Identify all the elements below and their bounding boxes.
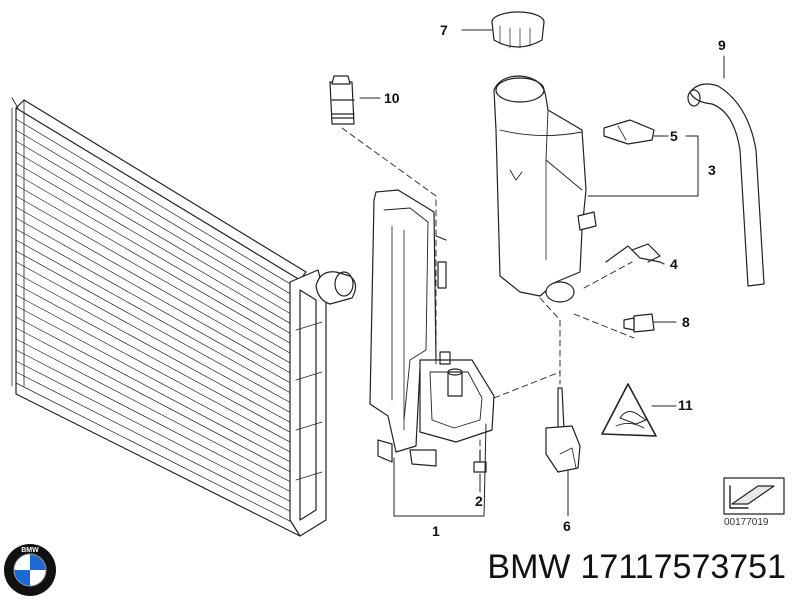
radiator-fin (15, 228, 301, 389)
callout-9: 9 (718, 37, 726, 53)
radiator-fin (15, 360, 301, 507)
callout-7: 7 (440, 22, 448, 38)
callout-6: 6 (563, 518, 571, 534)
radiator-fin (15, 118, 301, 291)
brand-name: BMW (487, 548, 571, 586)
radiator-fin (15, 195, 301, 360)
expansion-tank (493, 75, 597, 303)
radiator-fin (15, 162, 301, 330)
clip-part (603, 119, 655, 145)
callout-1: 1 (432, 523, 440, 539)
sensor-part (329, 75, 355, 125)
screw-part (623, 313, 655, 333)
radiator-fin (15, 151, 301, 320)
bmw-logo: BMW (4, 544, 56, 596)
reference-code: 00177019 (724, 517, 769, 528)
radiator-fin (15, 129, 301, 301)
radiator-fin (15, 283, 301, 438)
callout-4: 4 (670, 256, 678, 272)
callout-2: 2 (475, 493, 483, 509)
level-sensor-part (545, 387, 581, 473)
cap-part (491, 11, 545, 49)
part-number: 17117573751 (580, 548, 786, 586)
callout-3: 3 (708, 162, 716, 178)
radiator-fin (15, 140, 301, 310)
callout-10: 10 (384, 90, 400, 106)
callout-11: 11 (678, 397, 693, 413)
radiator-fin (15, 250, 301, 409)
radiator-fin (15, 349, 301, 497)
radiator-fin (15, 382, 301, 527)
reference-arrow-icon (723, 477, 785, 515)
radiator-fin (15, 294, 301, 448)
wire-bracket-part (605, 243, 661, 263)
radiator-fin (15, 239, 301, 399)
radiator-fin (15, 305, 301, 458)
radiator-fin (15, 261, 301, 419)
hose-part (687, 83, 765, 287)
radiator-fin (15, 371, 301, 517)
callout-5: 5 (670, 128, 678, 144)
bolt-part (473, 449, 487, 473)
radiator-fin (15, 184, 301, 350)
bracket-assembly (369, 189, 495, 467)
radiator-fin (15, 272, 301, 429)
radiator-fin (15, 173, 301, 340)
radiator-fin (15, 327, 301, 478)
radiator-fin (15, 206, 301, 369)
bmw-logo-text: BMW (21, 547, 39, 554)
callout-8: 8 (682, 314, 690, 330)
radiator-fin (15, 217, 301, 379)
radiator-fin (15, 338, 301, 488)
warning-label-part (601, 383, 657, 437)
radiator (11, 97, 357, 537)
radiator-fin (15, 316, 301, 468)
